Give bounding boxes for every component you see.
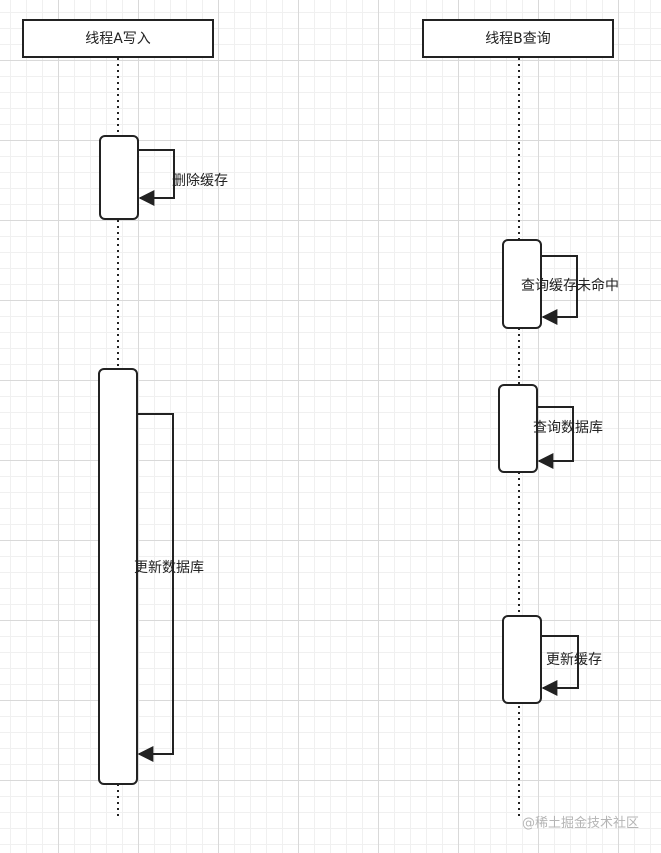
participant-a-label: 线程A写入: [85, 31, 151, 47]
message-label: 更新数据库: [134, 560, 204, 576]
participant-b-box: [422, 19, 614, 58]
message-label: 更新缓存: [546, 652, 602, 668]
participant-a-box: [22, 19, 214, 58]
activation-bar: [498, 384, 538, 473]
self-message-arrow: [138, 149, 175, 206]
activation-bar: [502, 239, 542, 329]
self-message-arrow: [541, 255, 578, 325]
participant-b-label: 线程B查询: [485, 31, 551, 47]
activation-delete-cache: 删除缓存: [99, 135, 228, 220]
activation-query-cache-miss: 查询缓存未命中: [502, 239, 619, 329]
activation-query-db: 查询数据库: [498, 384, 603, 473]
self-message-arrow: [137, 413, 174, 762]
activation-update-cache: 更新缓存: [502, 615, 602, 704]
participant-b: 线程B查询: [422, 19, 614, 58]
activation-bar: [502, 615, 542, 704]
message-label: 删除缓存: [172, 173, 228, 189]
activation-bar: [99, 135, 139, 220]
watermark: @稀土掘金技术社区: [521, 816, 639, 831]
participant-a: 线程A写入: [22, 19, 214, 58]
activation-bar: [98, 368, 138, 785]
message-label: 查询数据库: [533, 420, 603, 436]
message-label: 查询缓存未命中: [521, 277, 619, 294]
self-message-arrow: [541, 635, 579, 696]
activation-update-db: 更新数据库: [98, 368, 204, 785]
self-message-arrow: [537, 406, 574, 469]
